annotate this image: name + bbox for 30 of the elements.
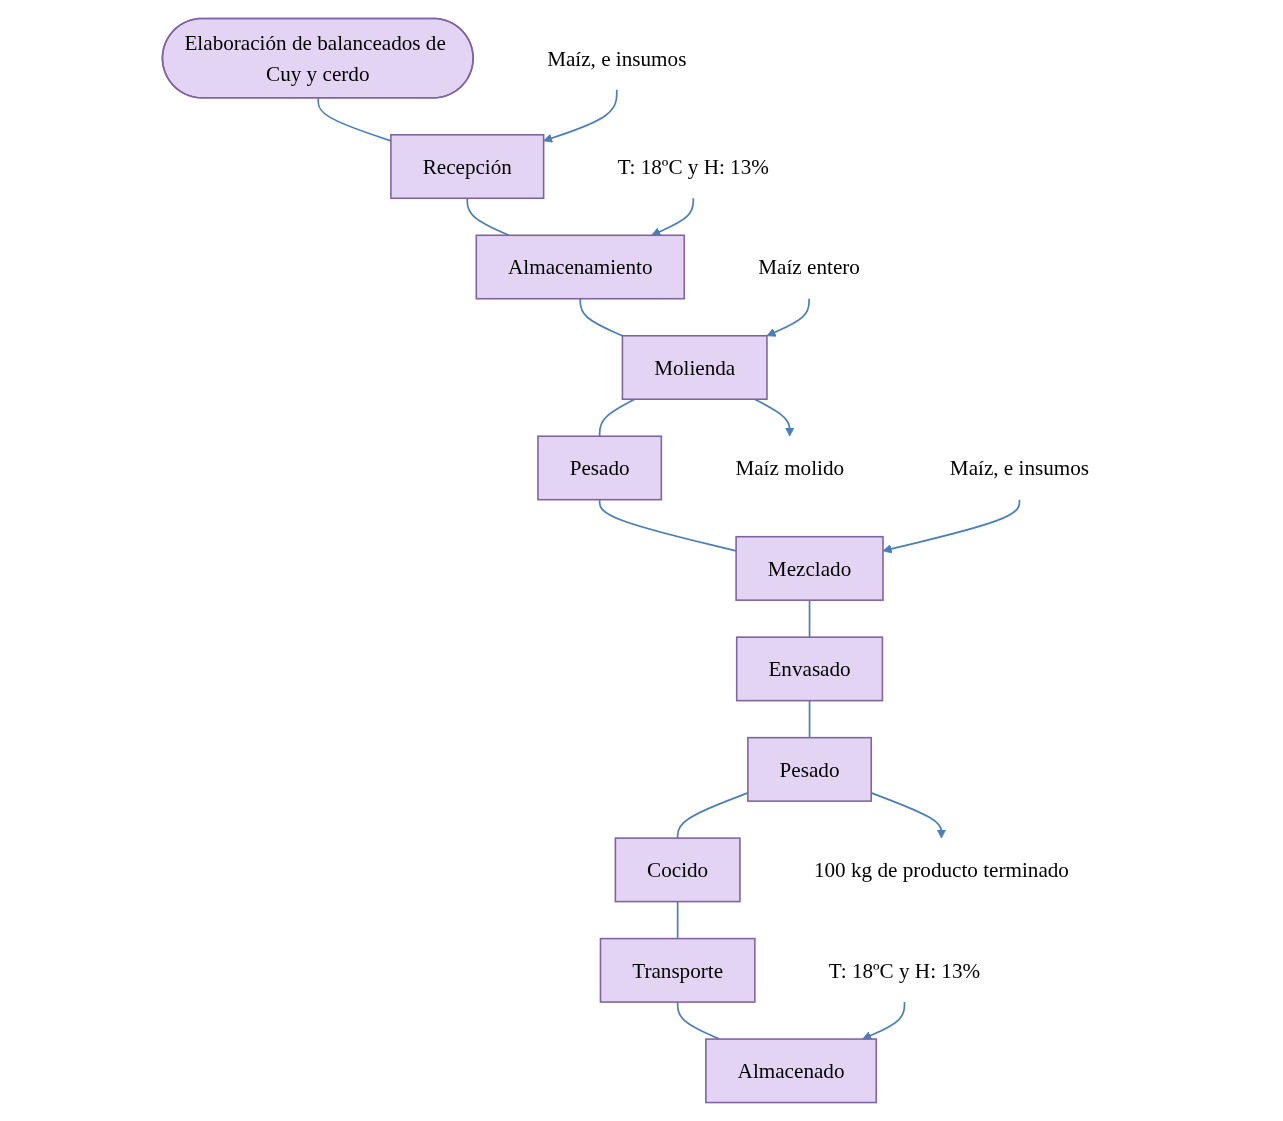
node-box: Transporte (599, 937, 756, 1003)
connector (808, 599, 811, 639)
node-text: Maíz, e insumos (949, 456, 1089, 480)
node-text: Maíz entero (758, 255, 860, 279)
node-text: T: 18ºC y H: 13% (828, 958, 980, 982)
node-box: Pesado (537, 435, 662, 501)
node-text: Maíz molido (735, 456, 844, 480)
node-box: Pesado (746, 736, 872, 802)
node-text: T: 18ºC y H: 13% (617, 154, 769, 179)
arrow (753, 398, 795, 437)
node-box: Almacenado (704, 1038, 877, 1104)
arrow (766, 297, 810, 337)
connector (598, 398, 636, 438)
node-box: Almacenamiento (475, 234, 685, 300)
node-box: Recepción (389, 134, 545, 200)
connector (676, 1001, 721, 1040)
node-box: Cocido (614, 837, 741, 903)
arrow (862, 1001, 906, 1040)
node-text: Maíz, e insumos (546, 46, 687, 70)
arrow (543, 89, 618, 143)
node-text: 100 kg de producto terminado (813, 858, 1069, 882)
connector (579, 297, 624, 337)
node-box: Envasado (735, 636, 884, 702)
node-box: Molienda (621, 334, 768, 400)
node-box: Mezclado (735, 535, 884, 601)
arrow (882, 498, 1021, 554)
arrow (651, 197, 694, 237)
connector (676, 900, 679, 940)
connector (808, 699, 811, 739)
connector (466, 197, 510, 237)
